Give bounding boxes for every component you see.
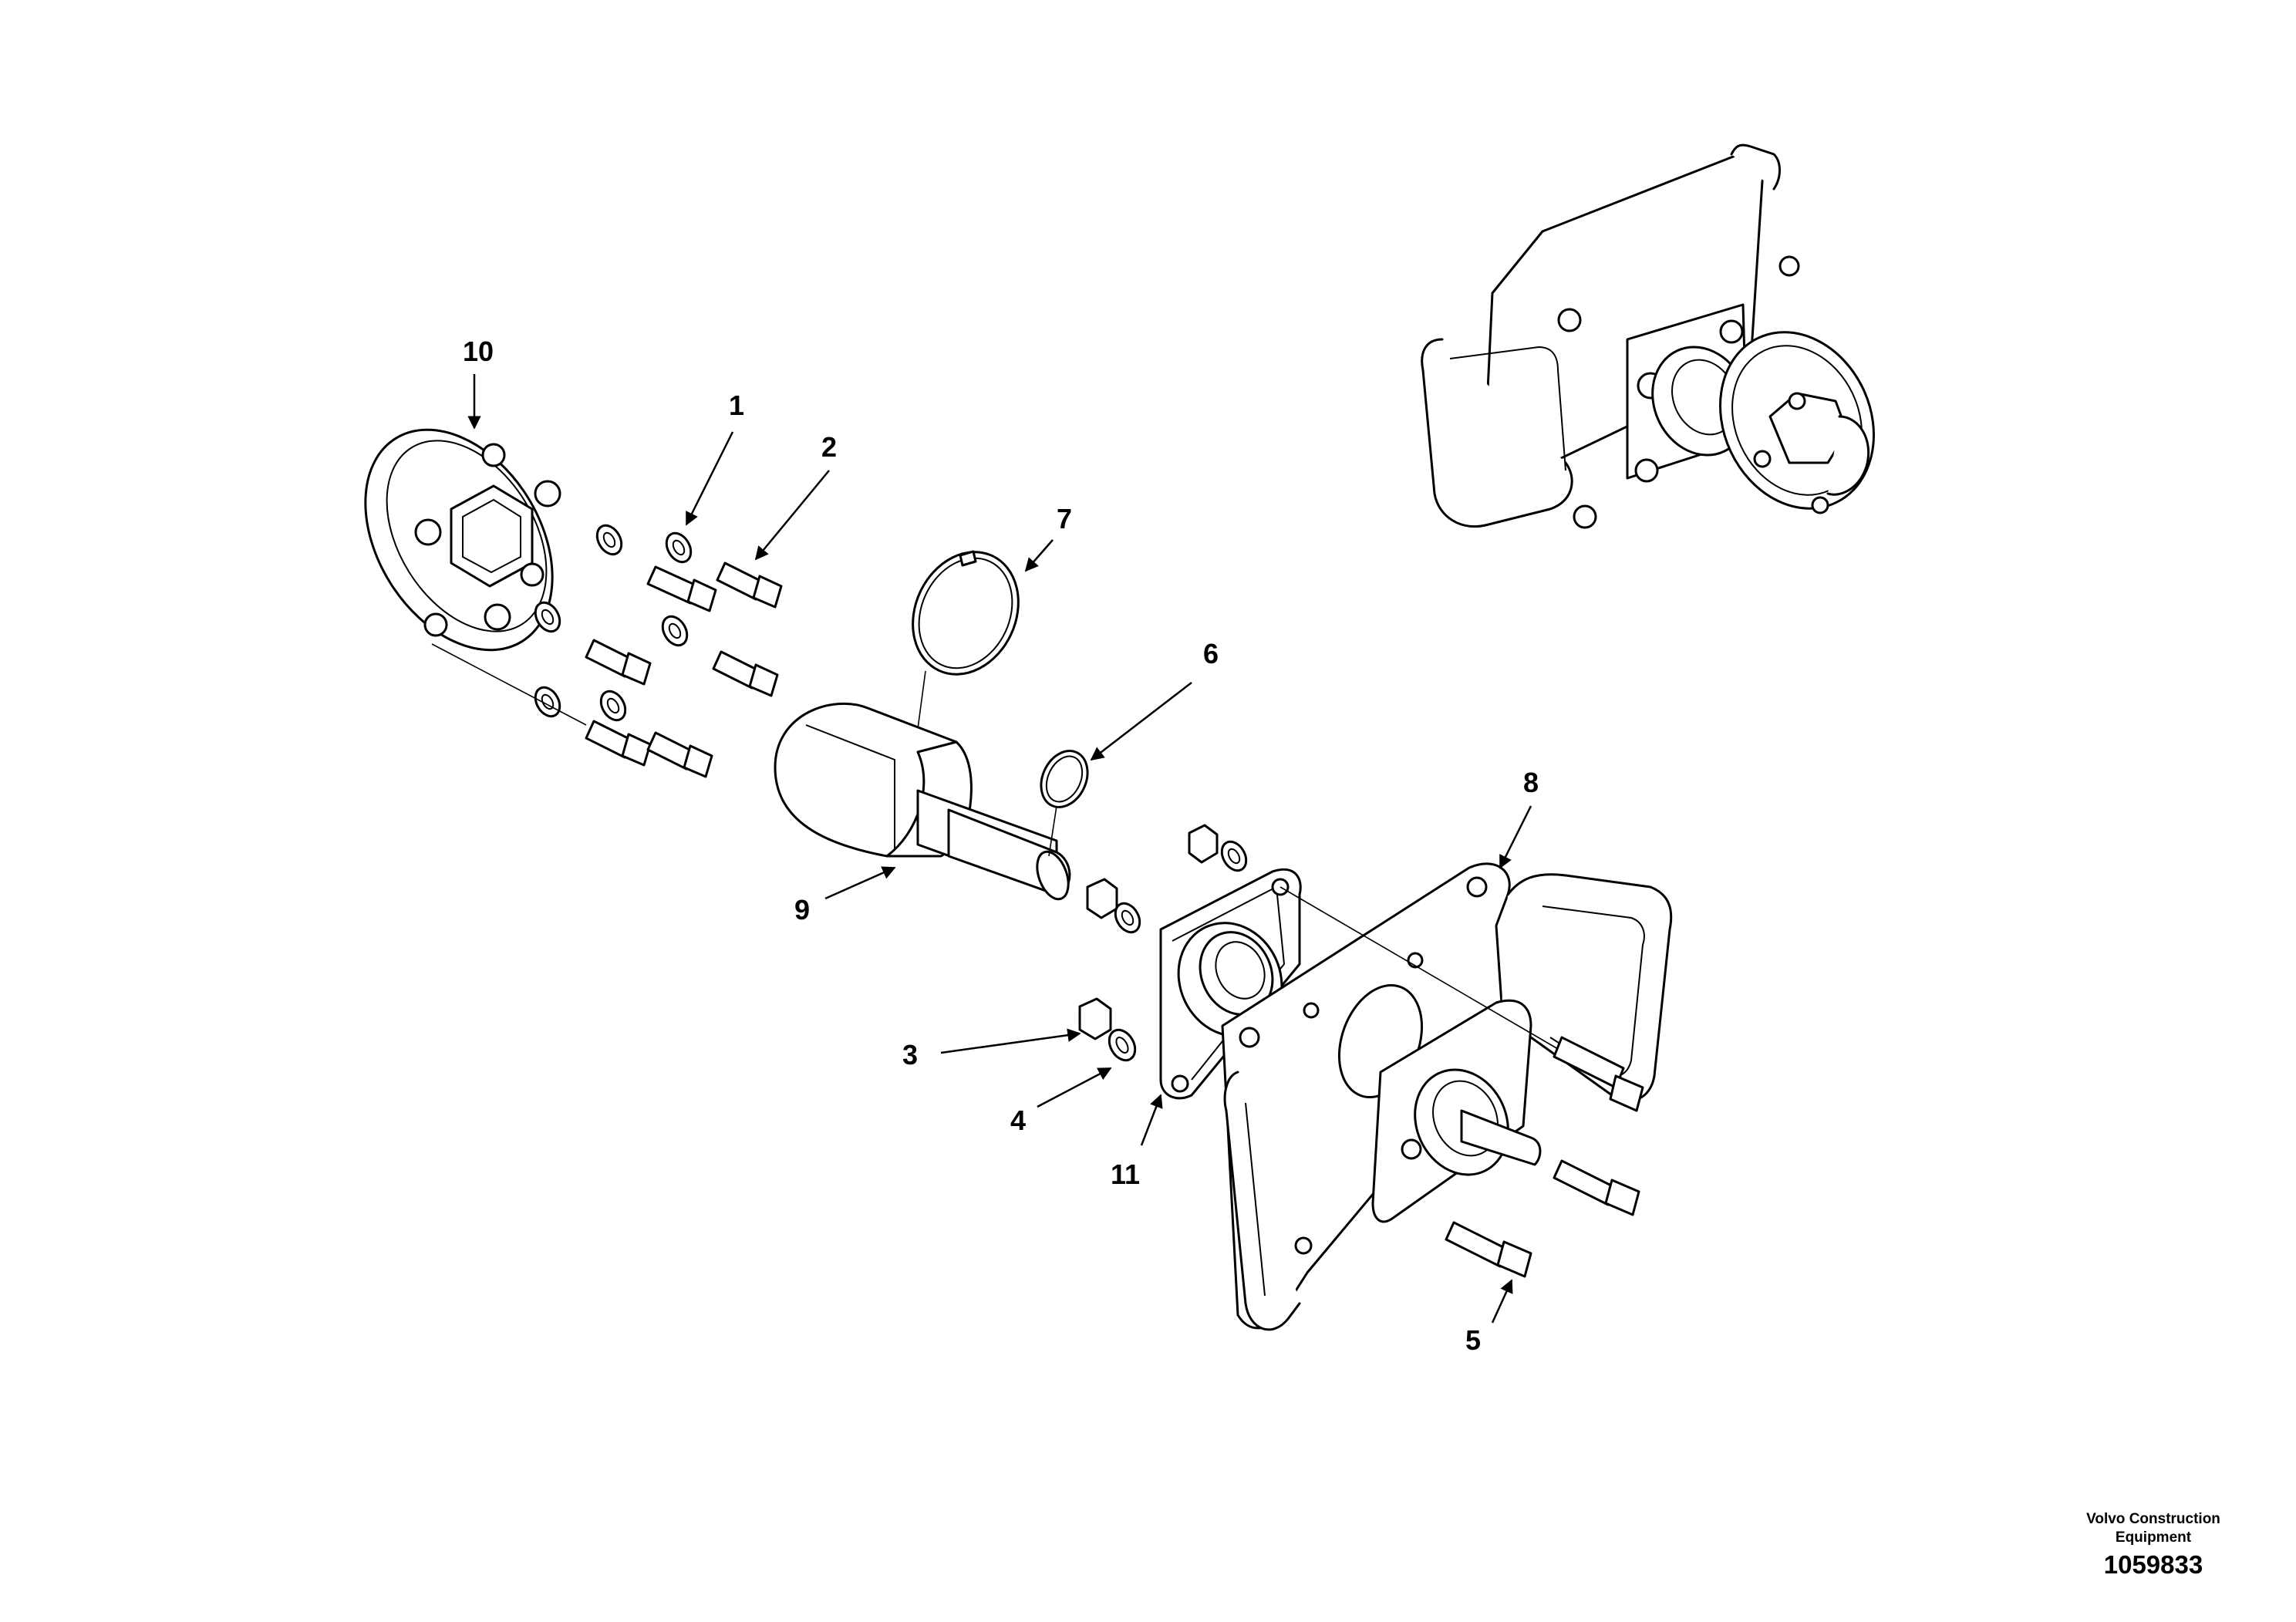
callout-1: 1	[729, 389, 744, 421]
brand-name: Volvo Construction Equipment	[2065, 1510, 2242, 1547]
bolt	[585, 639, 652, 686]
o-ring-part	[1040, 750, 1089, 808]
assembled-view	[1421, 143, 1875, 529]
snap-ring-part	[912, 550, 1020, 676]
bolt-set-left	[585, 561, 783, 778]
callout-9: 9	[794, 894, 810, 926]
callout-8: 8	[1523, 767, 1539, 798]
bolt	[646, 565, 717, 612]
bolt	[585, 720, 652, 767]
hub-flange-part	[364, 428, 561, 652]
callout-3: 3	[902, 1039, 918, 1071]
callout-10: 10	[463, 336, 494, 367]
bolt	[716, 561, 783, 609]
bolt	[1445, 1221, 1532, 1278]
callout-5: 5	[1465, 1324, 1481, 1356]
rear-bearing-part	[1371, 999, 1644, 1223]
callout-7: 7	[1057, 503, 1072, 534]
callout-leaders	[467, 374, 1532, 1324]
title-block: Volvo Construction Equipment 1059833	[2065, 1510, 2242, 1580]
brand-line-1: Volvo Construction	[2086, 1511, 2220, 1527]
mounting-plate-part	[1221, 862, 1673, 1331]
callout-2: 2	[821, 431, 837, 463]
callout-6: 6	[1203, 638, 1219, 669]
brand-line-2: Equipment	[2115, 1529, 2192, 1546]
washer-set-left	[534, 524, 693, 722]
nut-washer-set-middle	[1078, 824, 1248, 1062]
bolt-set-bottom	[1445, 1159, 1640, 1278]
document-number: 1059833	[2103, 1550, 2203, 1579]
callout-4: 4	[1010, 1104, 1026, 1136]
bolt	[712, 650, 779, 697]
callout-11: 11	[1111, 1158, 1140, 1190]
bolt	[1553, 1159, 1640, 1216]
drive-shaft-part	[774, 702, 1071, 901]
bolt	[646, 731, 713, 778]
callout-labels: 10 1 2 7 6 8 9 3 4 11 5	[463, 336, 1539, 1356]
